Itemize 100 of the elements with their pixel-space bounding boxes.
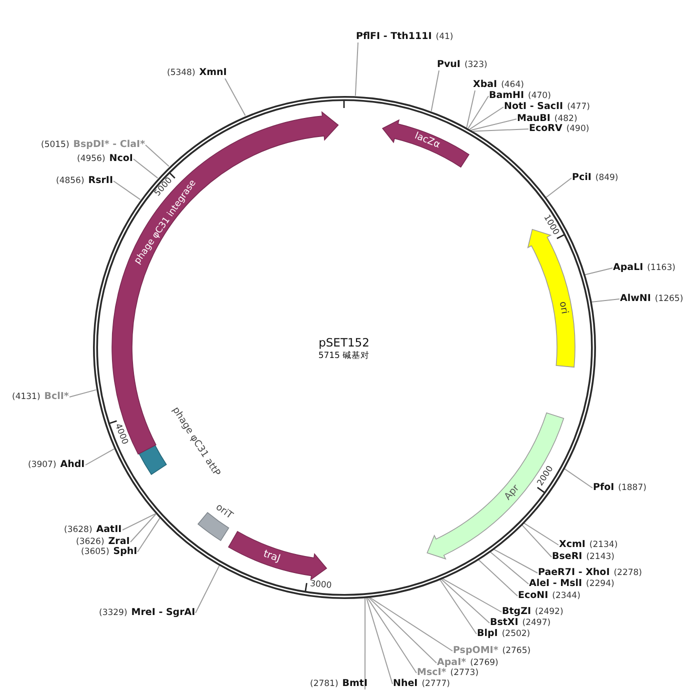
leader-line: [130, 513, 156, 542]
cut-position: (3605): [81, 548, 110, 556]
cut-position: (3628): [64, 526, 92, 534]
enzyme-name: MscI*: [417, 668, 446, 678]
cut-position: (849): [595, 174, 618, 182]
enzyme-name: ZraI: [108, 537, 130, 546]
cut-position: (2492): [535, 608, 564, 616]
cut-position: (2143): [586, 553, 614, 562]
leader-line: [493, 548, 538, 574]
enzyme-name: AhdI: [60, 460, 85, 470]
leader-line: [590, 298, 620, 303]
enzyme-name: BtgZI: [502, 607, 532, 616]
cut-position: (490): [566, 125, 590, 134]
cut-position: (2134): [589, 541, 618, 550]
enzyme-name: MreI - SgrAI: [131, 608, 196, 618]
cut-position: (477): [567, 103, 590, 112]
feature-label: Apr: [502, 483, 521, 502]
cut-position: (4856): [56, 177, 84, 186]
cut-position: (2769): [470, 659, 498, 668]
enzyme-name: MauBI: [517, 114, 550, 124]
enzyme-name: PflFI - Tth111I: [356, 32, 432, 42]
cut-position: (3329): [99, 609, 128, 618]
cut-position: (3907): [28, 461, 56, 470]
leader-line: [366, 597, 393, 684]
cut-position: (2502): [502, 630, 530, 638]
cut-position: (5348): [167, 69, 196, 78]
leader-line: [466, 90, 476, 128]
enzyme-name: ApaI*: [437, 658, 466, 668]
enzyme-name: ApaLI: [613, 263, 644, 272]
cut-position: (2773): [450, 669, 479, 678]
cut-position: (5015): [41, 141, 70, 150]
enzyme-name: PvuI: [437, 60, 460, 70]
feature-label: lacZα: [413, 132, 442, 150]
leader-line: [523, 522, 559, 546]
leader-line: [439, 579, 477, 634]
cut-position: (2344): [552, 592, 580, 600]
enzyme-name: PciI: [572, 173, 592, 182]
cut-position: (1265): [654, 295, 684, 304]
enzyme-name: NotI - SacII: [504, 102, 564, 112]
leader-line: [366, 596, 417, 674]
leader-line: [564, 468, 593, 488]
enzyme-name: EcoRV: [529, 124, 562, 134]
cut-position: (323): [464, 61, 488, 70]
cut-position: (2497): [522, 619, 551, 628]
enzyme-name: BseRI: [552, 552, 582, 562]
leader-line: [490, 551, 529, 584]
leader-line: [133, 158, 158, 179]
enzyme-name: AlwNI: [620, 294, 651, 304]
enzyme-name: BlpI: [477, 629, 498, 638]
enzyme-name: AleI - MslI: [529, 579, 582, 588]
cut-position: (2765): [502, 647, 531, 656]
cut-position: (1163): [647, 264, 676, 272]
leader-line: [85, 448, 115, 466]
leader-line: [145, 144, 170, 167]
leader-line: [368, 596, 453, 652]
leader-line: [442, 578, 502, 612]
leader-line: [478, 559, 518, 596]
leader-line: [546, 178, 572, 198]
enzyme-name: BamHI: [489, 91, 524, 100]
enzyme-name: NcoI: [109, 154, 133, 164]
leader-line: [224, 78, 246, 116]
feature-label: traJ: [262, 549, 282, 564]
leader-line: [354, 42, 358, 96]
cut-position: (1887): [618, 484, 646, 492]
feature-label: oriT: [214, 502, 234, 521]
cut-position: (470): [528, 92, 551, 100]
enzyme-name: BmtI: [342, 679, 368, 688]
enzyme-name: PfoI: [593, 483, 614, 492]
leader-line: [468, 96, 489, 129]
cut-position: (2777): [422, 680, 450, 688]
cut-position: (2781): [310, 680, 338, 688]
enzyme-name: BclI*: [44, 392, 69, 402]
tick-label: 3000: [309, 580, 332, 591]
leader-line: [113, 180, 141, 200]
leader-line: [469, 106, 504, 130]
enzyme-name: AatII: [96, 525, 122, 534]
enzyme-name: XmnI: [199, 68, 227, 78]
leader-line: [472, 128, 529, 132]
leader-line: [470, 118, 517, 131]
enzyme-name: SphI: [113, 547, 138, 556]
enzyme-name: PaeR7I - XhoI: [538, 568, 610, 578]
enzyme-name: BstXI: [490, 618, 518, 628]
leader-line: [122, 513, 156, 530]
enzyme-name: RsrII: [88, 176, 113, 186]
leader-line: [430, 70, 440, 112]
enzyme-name: EcoNI: [518, 591, 548, 600]
leader-line: [584, 268, 613, 276]
cut-position: (4956): [77, 155, 106, 164]
cut-position: (482): [554, 115, 578, 124]
enzyme-name: NheI: [393, 679, 418, 688]
enzyme-name: XcmI: [559, 540, 586, 550]
enzyme-name: XbaI: [473, 80, 498, 90]
cut-position: (464): [501, 81, 524, 90]
enzyme-name: BspDI* - ClaI*: [73, 140, 146, 150]
leader-line: [368, 596, 437, 664]
tick-label: 4000: [112, 422, 128, 446]
feature-label: ori: [557, 301, 569, 316]
leader-line: [137, 518, 160, 552]
cut-position: (2278): [614, 569, 642, 578]
plasmid-name: pSET152: [318, 337, 370, 349]
